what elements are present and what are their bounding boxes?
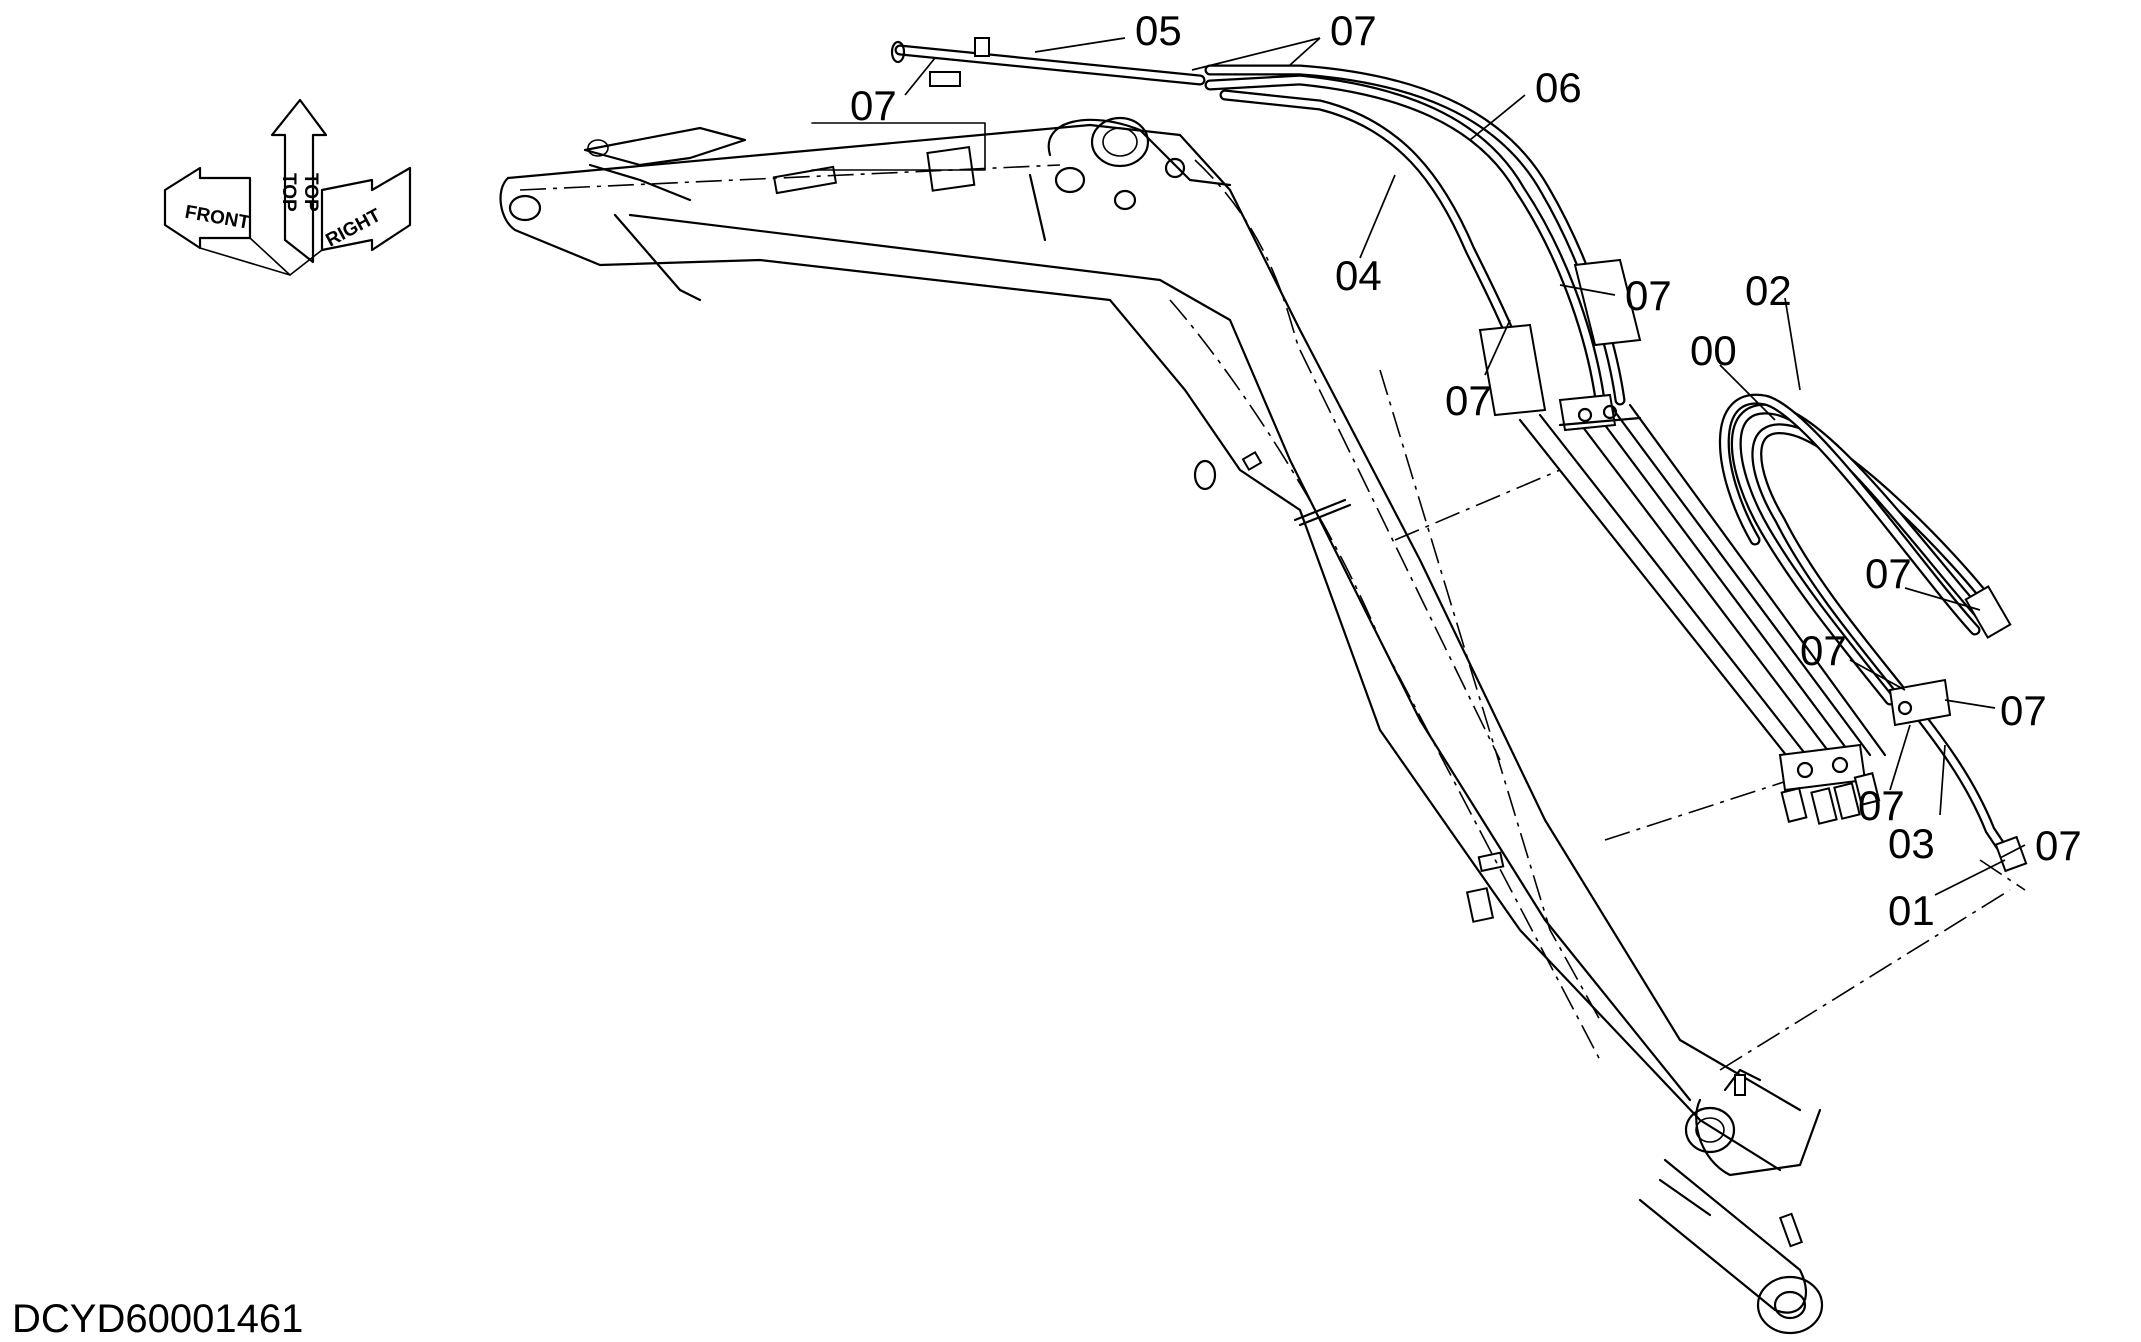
callout-07-bracket-left: 07	[1800, 627, 1847, 674]
callout-00: 00	[1690, 327, 1737, 374]
callout-06: 06	[1535, 64, 1582, 111]
drawing-reference: DCYD60001461	[12, 1297, 303, 1341]
callout-07-topright: 07	[1330, 7, 1377, 54]
centre-lines	[519, 122, 2026, 1071]
boom-pipes	[1478, 258, 1887, 825]
callout-07-clamp-b: 07	[1445, 377, 1492, 424]
callout-05: 05	[1135, 7, 1182, 54]
callout-07-clamp-a: 07	[1625, 272, 1672, 319]
hose-06	[1204, 64, 1626, 406]
callout-labels: 05 07 07 06 04 07 07 02 00 07 07 07 07 0…	[850, 7, 2082, 934]
top-label-2: TOP	[300, 173, 321, 212]
boom-body	[499, 116, 1822, 1177]
bucket-cylinder	[1638, 1158, 1824, 1335]
callout-07-topleft: 07	[850, 82, 897, 129]
top-label-1: TOP	[278, 173, 299, 212]
callout-07-bracket-right: 07	[2000, 687, 2047, 734]
callout-03: 03	[1888, 820, 1935, 867]
callout-07-lower: 07	[1858, 782, 1905, 829]
callout-07-hose-end: 07	[1865, 550, 1912, 597]
leader-lines	[904, 37, 2026, 896]
callout-07-fitting: 07	[2035, 822, 2082, 869]
callout-02: 02	[1745, 267, 1792, 314]
hose-05	[890, 37, 1206, 87]
callout-01: 01	[1888, 887, 1935, 934]
orientation-indicator: FRONT TOP TOP RIGHT	[163, 98, 412, 276]
hose-assembly-00	[1718, 393, 2028, 873]
callout-04: 04	[1335, 252, 1382, 299]
front-label: FRONT	[183, 202, 251, 234]
